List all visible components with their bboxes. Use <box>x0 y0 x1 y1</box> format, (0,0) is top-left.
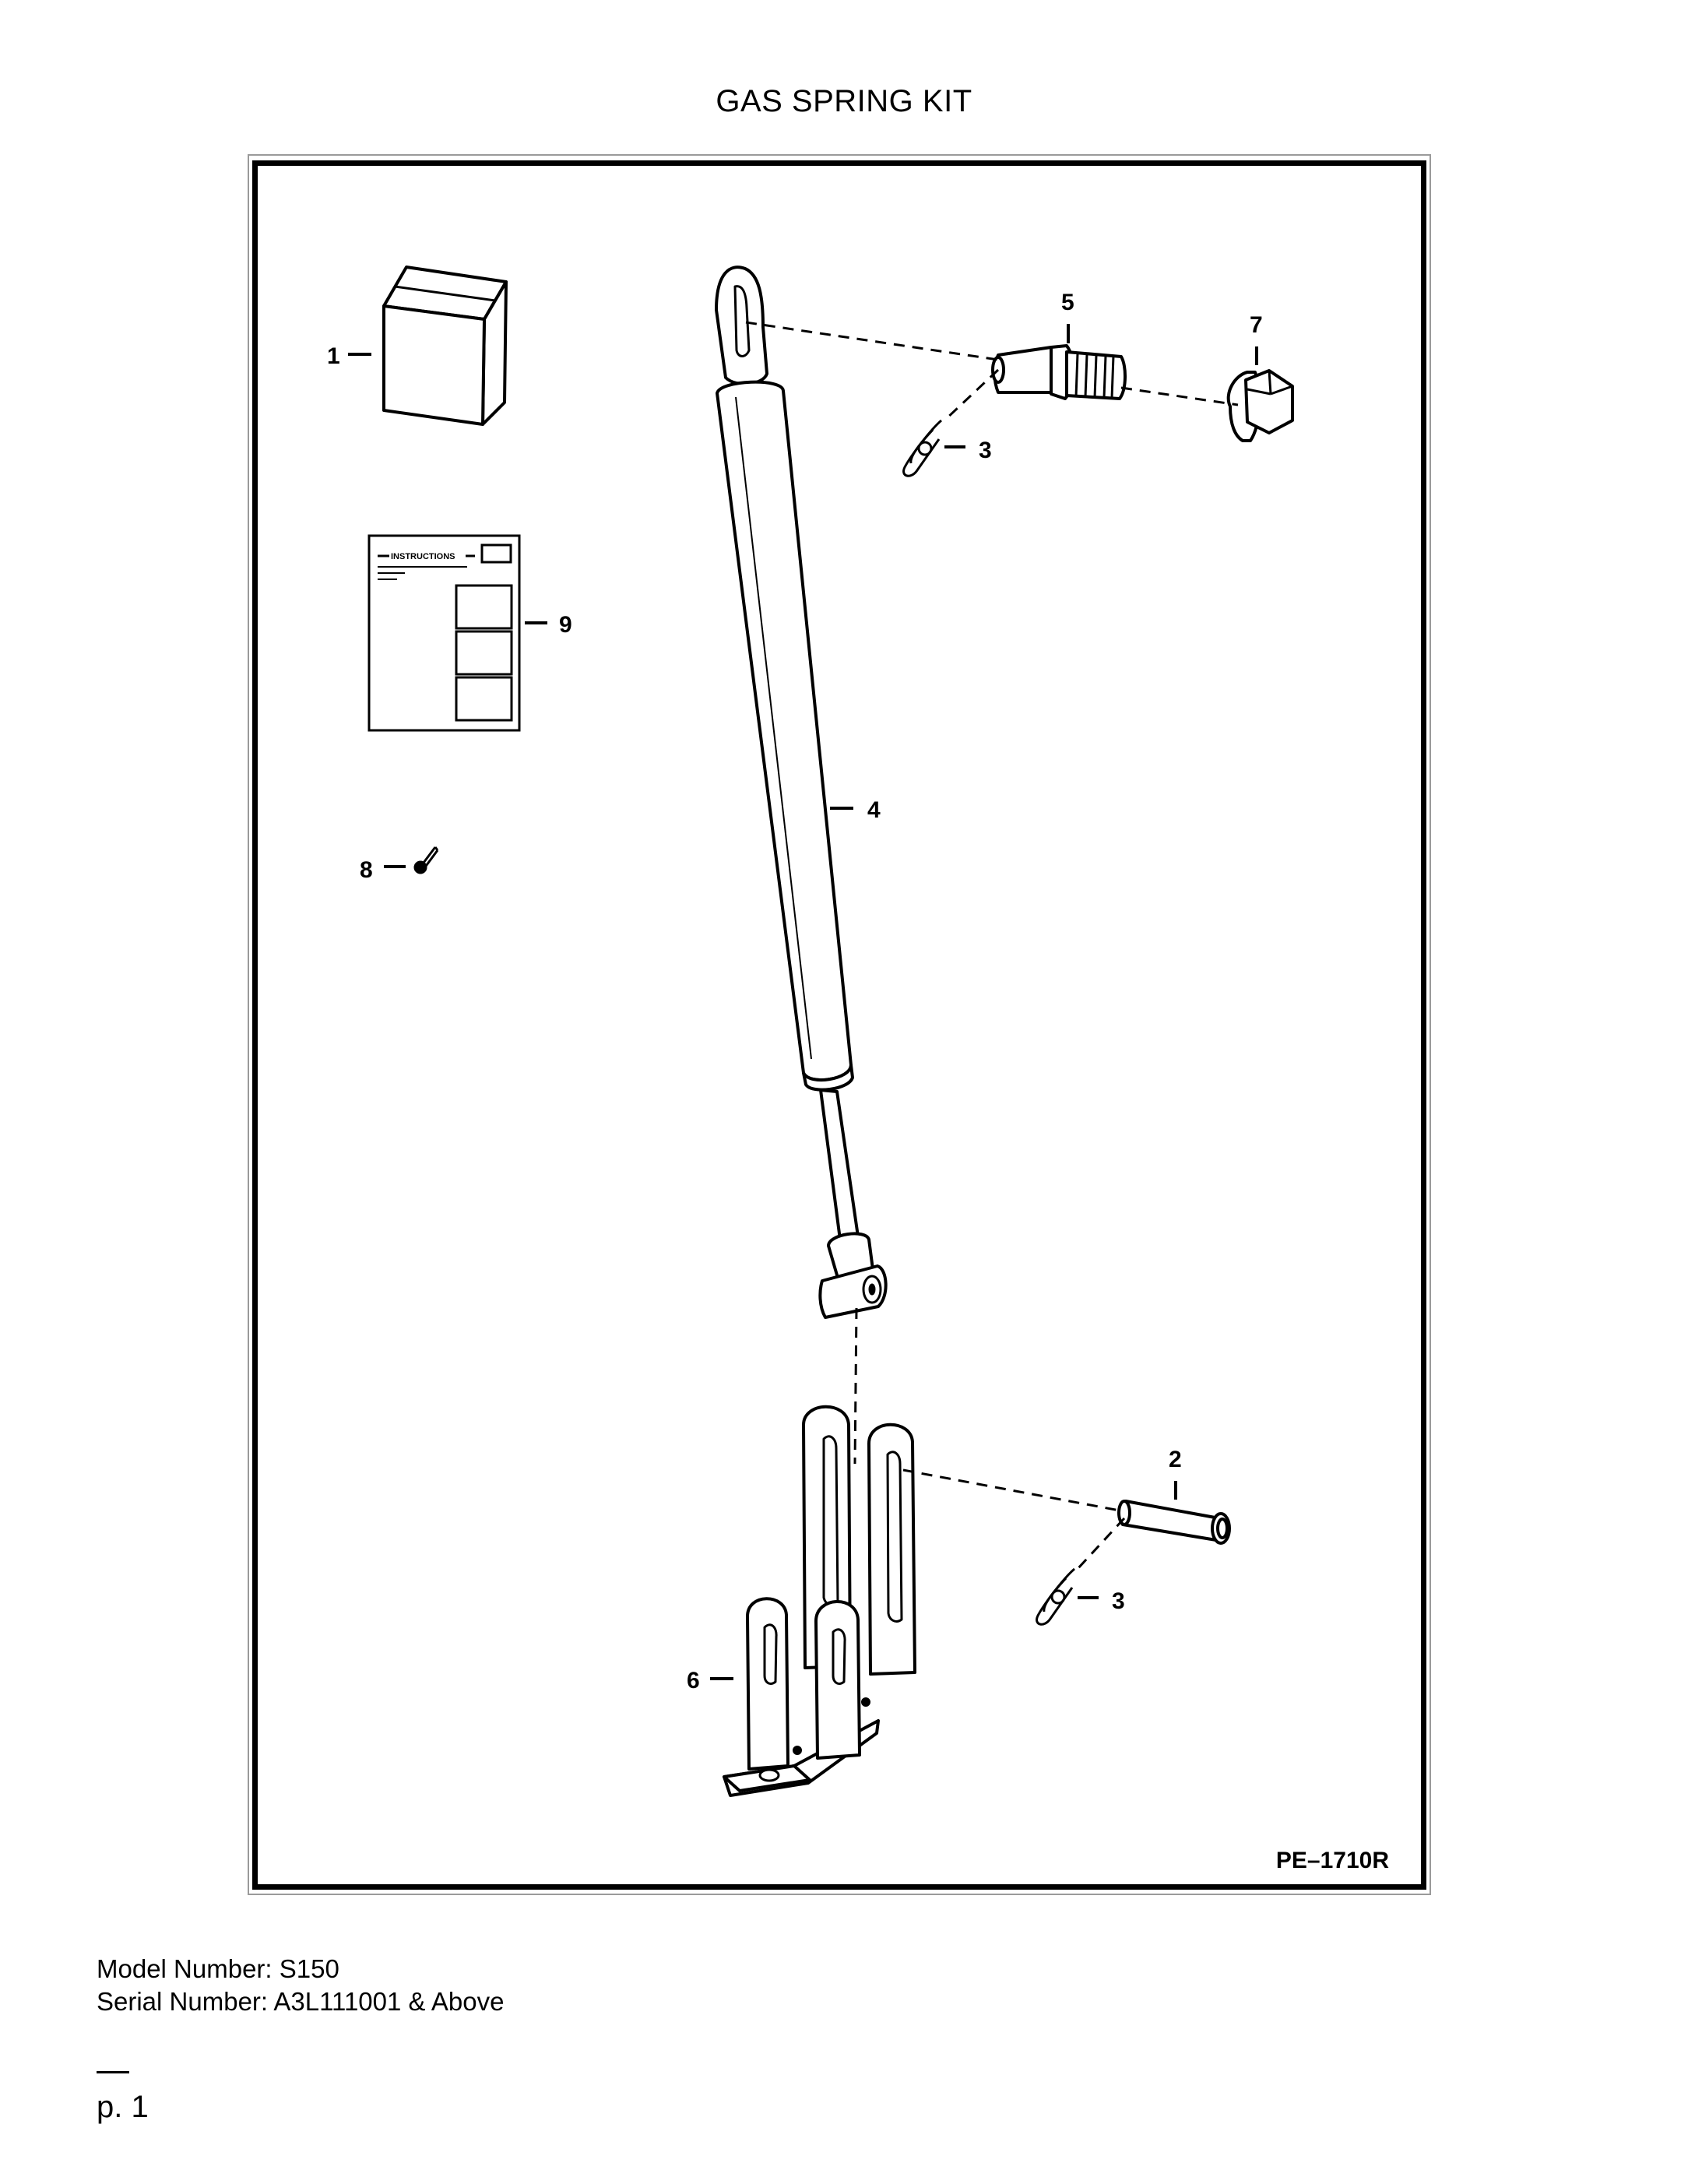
gas-spring <box>715 266 888 1319</box>
instructions-sheet <box>367 534 521 732</box>
figure-reference: PE–1710R <box>1275 1848 1389 1873</box>
serial-number: Serial Number: A3L111001 & Above <box>97 1987 505 2016</box>
shoulder-bolt <box>991 344 1127 400</box>
hair-pin-bottom <box>1036 1567 1075 1626</box>
callout-4: 4 <box>867 797 881 823</box>
page-separator <box>97 2071 129 2073</box>
callout-5: 5 <box>1061 290 1074 315</box>
callout-6: 6 <box>687 1668 700 1693</box>
kit-box <box>382 266 508 426</box>
instructions-heading: INSTRUCTIONS <box>391 552 455 561</box>
callout-7: 7 <box>1250 312 1263 338</box>
callout-1: 1 <box>327 343 340 369</box>
callout-8: 8 <box>360 857 373 883</box>
hair-pin-top <box>902 419 942 477</box>
screw <box>413 846 439 874</box>
callout-2: 2 <box>1169 1447 1182 1472</box>
figure-frame <box>252 160 1426 1890</box>
mounting-bracket <box>723 1405 916 1797</box>
model-info: Model Number: S150 Serial Number: A3L111… <box>97 1953 504 2018</box>
flange-nut <box>1226 369 1294 442</box>
model-number: Model Number: S150 <box>97 1954 339 1983</box>
figure-frame-outer <box>248 154 1431 1895</box>
assembly-lines <box>745 321 1239 1570</box>
callout-3-top: 3 <box>979 438 992 463</box>
callout-9: 9 <box>559 612 572 638</box>
page-title: GAS SPRING KIT <box>716 84 972 118</box>
clevis-pin <box>1117 1500 1231 1545</box>
callout-3-bottom: 3 <box>1112 1588 1125 1614</box>
page-number: p. 1 <box>97 2090 149 2124</box>
